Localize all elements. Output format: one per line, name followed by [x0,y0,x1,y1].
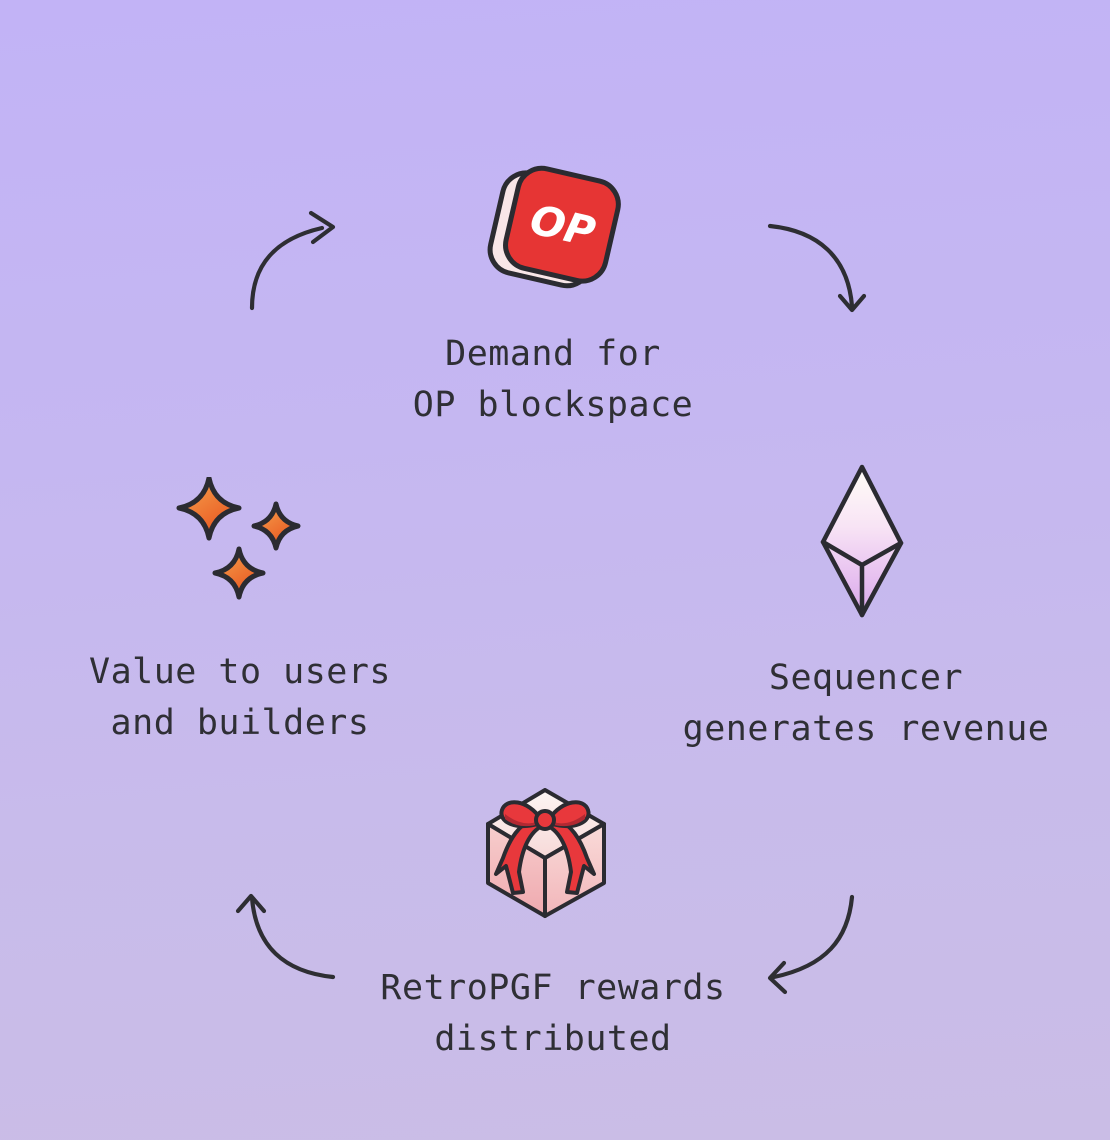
op-token-icon: OP [487,165,621,289]
gift-bow-knot [534,809,556,831]
node-label-demand: Demand for OP blockspace [413,329,693,431]
gift-bow-shadow [505,814,585,827]
node-label-sequencer: Sequencer generates revenue [683,653,1050,755]
arrow-demand-to-sequencer [767,223,867,313]
node-label-line: Value to users [88,652,392,692]
arrow-retropgf-to-value [235,893,336,980]
node-label-line: and builders [110,703,370,743]
op-token-face [503,165,621,284]
arrow-sequencer-to-retropgf [767,894,855,995]
node-label-line: generates revenue [682,709,1050,749]
sparkle-large [176,477,242,541]
gift-ribbon-tails [494,816,596,895]
node-label-line: Demand for [445,334,661,374]
node-label-retropgf: RetroPGF rewards distributed [380,963,725,1065]
sparkle-medium [251,501,301,551]
node-label-line: distributed [434,1019,672,1059]
node-label-value: Value to users and builders [89,647,391,749]
node-label-line: OP blockspace [412,385,694,425]
gift-box-icon [486,788,606,918]
sparkle-small [212,546,266,600]
sparkles-icon [176,477,301,600]
eth-crystal-icon [820,464,904,618]
node-label-line: RetroPGF rewards [380,968,726,1008]
arrow-value-to-demand [249,210,336,311]
node-label-line: Sequencer [768,658,964,698]
